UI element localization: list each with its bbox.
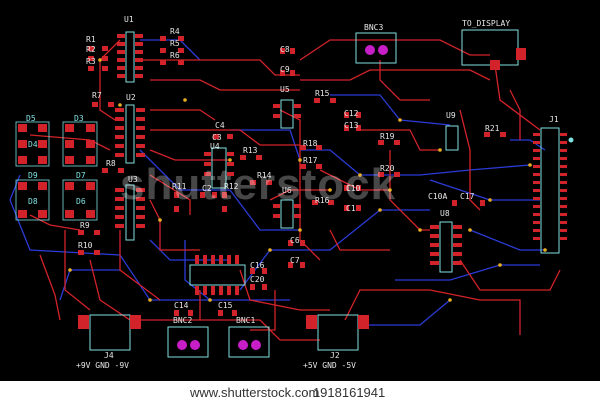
label-u5: U5: [280, 85, 290, 94]
label-r16: R16: [315, 196, 330, 205]
label-r17: R17: [303, 156, 318, 165]
label-r13: R13: [243, 146, 258, 155]
ic-u4: [204, 147, 234, 189]
label-r9: R9: [80, 221, 90, 230]
ic-u3: [115, 184, 145, 241]
label-r8: R8: [106, 159, 116, 168]
label-r10: R10: [78, 241, 93, 250]
ic-center: [189, 255, 246, 295]
connector-bnc3: [355, 32, 397, 64]
connector-j2: [306, 314, 369, 351]
label-c10a: C10A: [428, 192, 448, 201]
label-d3: D3: [74, 114, 84, 123]
label-r1: R1: [86, 35, 96, 44]
pcb-artwork: [9, 29, 574, 358]
footer-bar: www.shutterstock.com · 1918161941: [0, 381, 600, 403]
label-d9: D9: [28, 171, 38, 180]
label-c16: C16: [250, 261, 265, 270]
label-c9: C9: [280, 65, 290, 74]
footer-site: www.shutterstock.com: [190, 384, 320, 400]
label-j4: J4: [104, 351, 114, 360]
label-j2-voltages: +5V GND -5V: [303, 361, 356, 370]
label-c8: C8: [280, 45, 290, 54]
label-r12: R12: [224, 182, 239, 191]
ic-u1: [117, 31, 143, 83]
label-c20: C20: [250, 275, 265, 284]
label-c6: C6: [290, 236, 300, 245]
label-c7: C7: [290, 256, 300, 265]
label-c12: C12: [344, 109, 359, 118]
label-u1: U1: [124, 15, 134, 24]
label-r4: R4: [170, 27, 180, 36]
label-u8: U8: [440, 209, 450, 218]
connector-bnc2: [167, 326, 209, 358]
pcb-layout: U1 U2 U3 U4 U5 U6 U8 U9 J1 J2 J4 BNC1 BN…: [0, 0, 600, 381]
connector-j4: [78, 314, 141, 351]
label-bnc3: BNC3: [364, 23, 384, 32]
label-u6: U6: [282, 186, 292, 195]
label-r18: R18: [303, 139, 318, 148]
label-r21: R21: [485, 124, 500, 133]
connector-to-display: [461, 29, 526, 70]
label-d7: D7: [76, 171, 86, 180]
label-to-display: TO_DISPLAY: [462, 19, 511, 28]
label-c3: C3: [212, 133, 222, 142]
label-r14: R14: [257, 171, 272, 180]
connector-j1-header: [533, 127, 574, 254]
label-r2: R2: [86, 45, 96, 54]
ic-u5: [273, 99, 301, 129]
label-c4: C4: [215, 121, 225, 130]
label-bnc2: BNC2: [173, 316, 193, 325]
label-c2: C2: [202, 184, 212, 193]
label-c15: C15: [218, 301, 233, 310]
ic-u6: [273, 199, 301, 229]
label-j2: J2: [330, 351, 340, 360]
label-j4-voltages: +9V GND -9V: [76, 361, 129, 370]
label-r19: R19: [380, 132, 395, 141]
label-bnc1: BNC1: [236, 316, 256, 325]
label-r5: R5: [170, 39, 180, 48]
label-j1: J1: [549, 115, 559, 124]
label-u4: U4: [210, 142, 220, 151]
label-r20: R20: [380, 164, 395, 173]
label-d5: D5: [26, 114, 36, 123]
label-u2: U2: [126, 93, 136, 102]
watermark: shutterstock: [120, 160, 397, 209]
label-c13: C13: [344, 121, 359, 130]
label-d4: D4: [28, 140, 38, 149]
ic-u9: [445, 125, 459, 151]
passive-pads: [78, 36, 506, 316]
label-r7: R7: [92, 91, 102, 100]
label-d8: D8: [28, 197, 38, 206]
label-r3: R3: [86, 57, 96, 66]
vias: [68, 58, 547, 302]
label-c17: C17: [460, 192, 475, 201]
label-r15: R15: [315, 89, 330, 98]
diodes: [15, 121, 98, 221]
ic-u2: [115, 104, 145, 164]
footer-image-code: · 1918161941: [305, 384, 386, 400]
ic-u8: [430, 221, 462, 273]
label-d6: D6: [76, 197, 86, 206]
label-c10: C10: [346, 184, 361, 193]
label-u3: U3: [128, 175, 138, 184]
connector-bnc1: [228, 326, 270, 358]
label-u9: U9: [446, 111, 456, 120]
label-r6: R6: [170, 51, 180, 60]
label-c14: C14: [174, 301, 189, 310]
label-r11: R11: [172, 182, 187, 191]
label-c1: C1: [346, 204, 356, 213]
